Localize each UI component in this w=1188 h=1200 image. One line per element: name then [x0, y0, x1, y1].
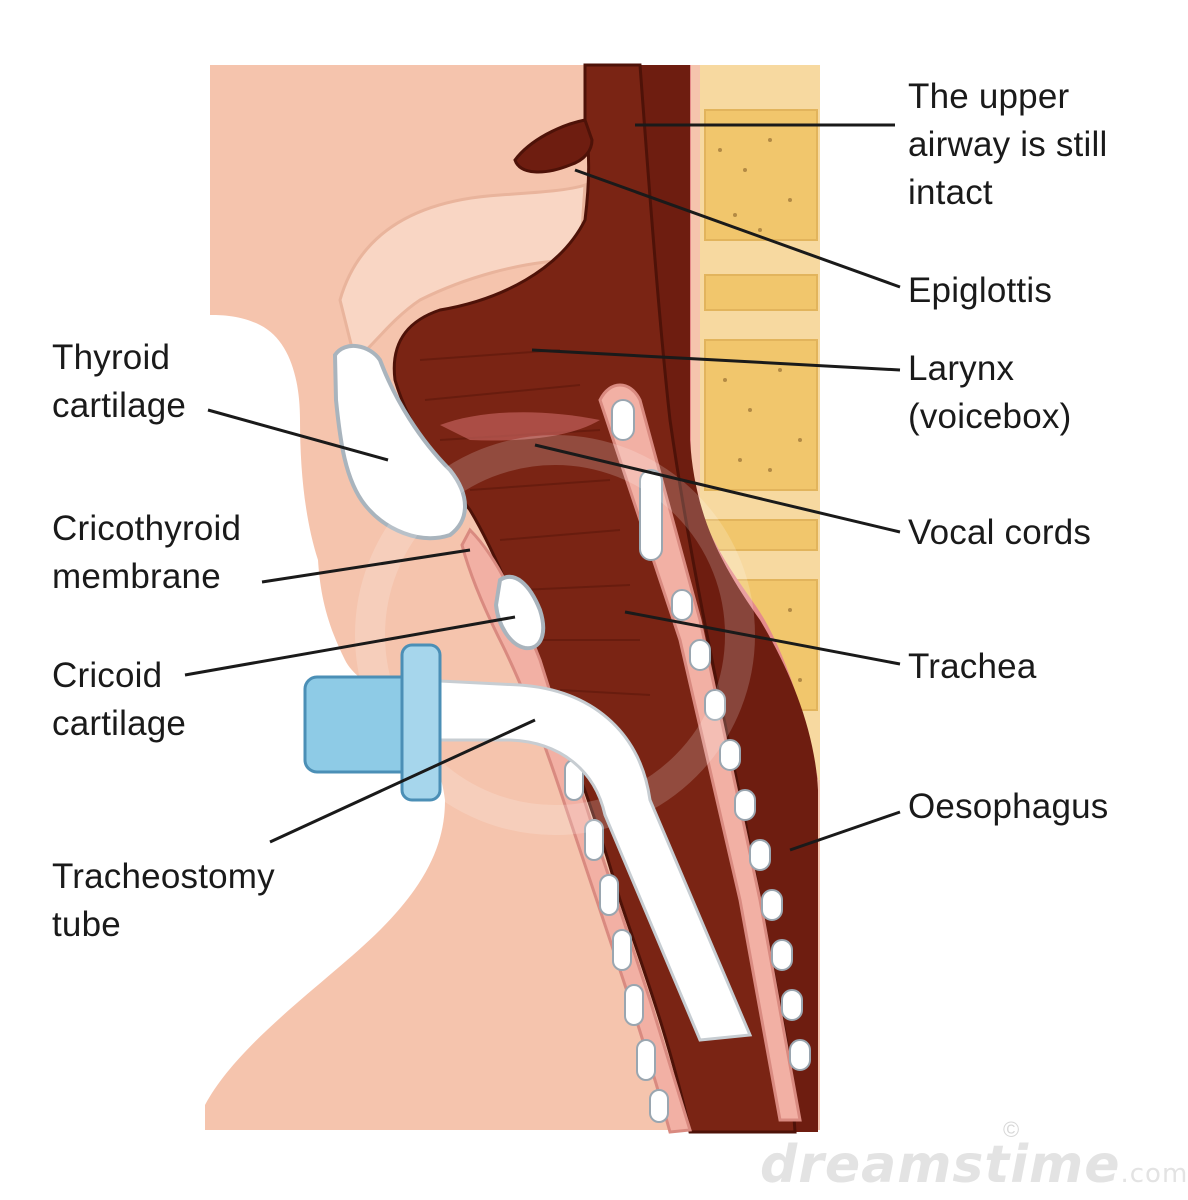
label-upper-airway: The upper airway is still intact — [908, 77, 1108, 212]
label-vocal-cords: Vocal cords — [908, 513, 1092, 552]
label-larynx: Larynx (voicebox) — [908, 349, 1072, 436]
larynx-striations — [419, 349, 651, 696]
label-oesophagus: Oesophagus — [908, 787, 1109, 826]
label-epiglottis: Epiglottis — [908, 271, 1053, 310]
trachea-rings-anterior — [564, 759, 669, 1123]
label-cricoid-cartilage: Cricoid cartilage — [52, 656, 187, 743]
watermark-logo: dreamstime.com — [760, 1135, 1188, 1195]
trachea-posterior-wall — [598, 383, 802, 1122]
tube-neck-plate — [400, 643, 442, 802]
label-tracheostomy-tube: Tracheostomy tube — [52, 857, 275, 944]
watermark-copyright-icon: © — [1003, 1117, 1020, 1142]
label-cricothyroid-membrane: Cricothyroid membrane — [52, 509, 242, 596]
vocal-cords-fold — [440, 412, 600, 441]
jaw-region — [338, 182, 587, 363]
leader-lines — [184, 123, 901, 852]
tracheostomy-tube — [418, 678, 753, 1042]
epiglottis-flap — [513, 118, 594, 174]
label-thyroid-cartilage: Thyroid cartilage — [52, 338, 187, 425]
cricoid-cartilage — [493, 574, 546, 651]
trachea-rings-posterior — [611, 399, 811, 1071]
larynx-airway — [392, 63, 797, 1134]
label-trachea: Trachea — [908, 647, 1037, 686]
thyroid-cartilage — [332, 344, 467, 541]
